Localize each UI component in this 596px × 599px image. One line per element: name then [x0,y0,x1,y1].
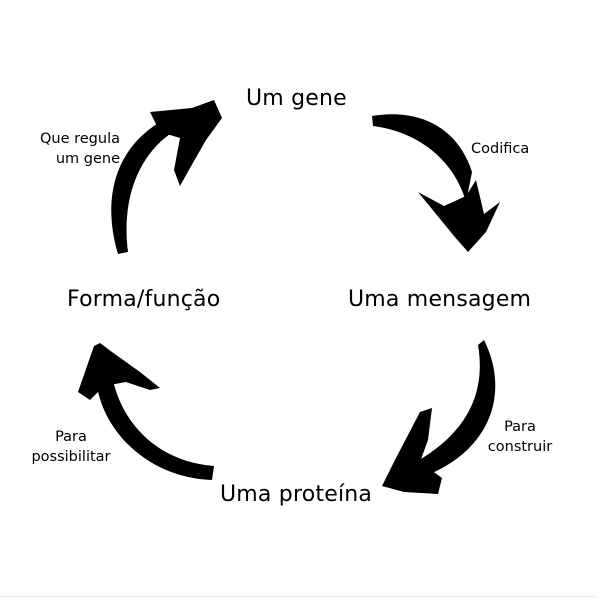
node-form: Forma/função [67,287,221,312]
arrow-form-to-gene [111,100,222,254]
node-message: Uma mensagem [348,287,532,312]
arrow-message-to-protein-head [382,408,442,494]
arrow-form-to-gene-head [150,100,222,186]
node-protein: Uma proteína [220,482,373,507]
arrow-message-to-protein-shaft [416,340,496,478]
edge-label-to-enable-line-1: Para [55,429,87,445]
arrow-protein-to-form-shaft [96,376,214,480]
edge-label-to-enable-line-2: possibilitar [31,449,111,465]
node-gene: Um gene [246,86,347,111]
edge-label-regulates-line-1: Que regula [39,131,120,147]
edge-label-regulates-line-2: um gene [55,151,120,167]
arrow-protein-to-form-head [78,343,160,400]
edge-label-to-build: Para construir [482,417,558,457]
edge-label-encodes: Codifica [471,139,529,159]
edge-label-to-enable: Para possibilitar [28,427,114,467]
arrow-form-to-gene-shaft [111,122,170,254]
edge-label-encodes-line-1: Codifica [471,141,530,157]
bottom-divider [0,596,596,597]
arrow-gene-to-message-shaft [372,114,472,202]
edge-label-to-build-line-1: Para [504,419,536,435]
edge-label-regulates: Que regula um gene [22,129,120,169]
arrow-message-to-protein [382,340,496,494]
arrow-gene-to-message-head [418,180,500,252]
arrow-gene-to-message [372,114,500,252]
arrow-protein-to-form [78,343,214,480]
edge-label-to-build-line-2: construir [487,439,553,455]
